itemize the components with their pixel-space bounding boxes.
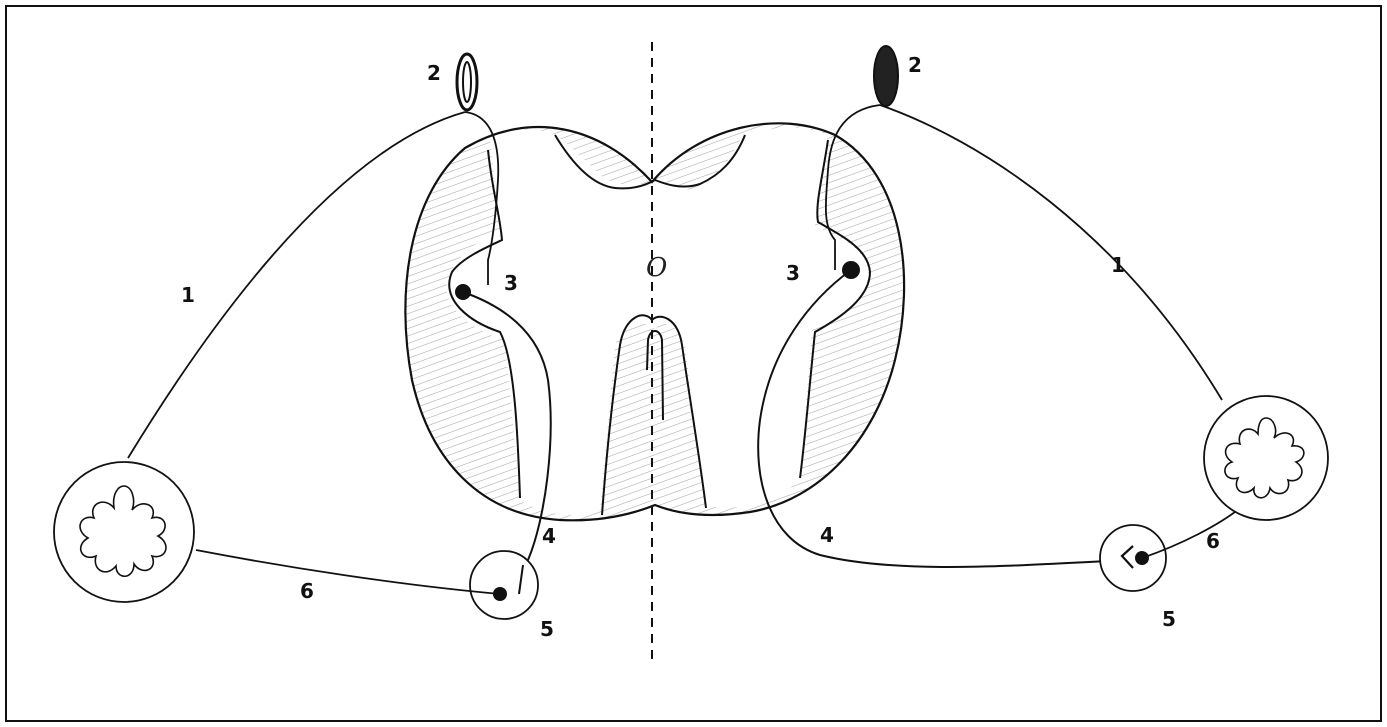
left-label-4: 4 bbox=[542, 524, 556, 548]
right-label-2: 2 bbox=[908, 53, 922, 77]
right-label-5: 5 bbox=[1162, 607, 1176, 631]
left-label-5: 5 bbox=[540, 617, 554, 641]
left-label-1: 1 bbox=[181, 283, 195, 307]
center-label-o: O bbox=[646, 253, 667, 283]
left-label-2: 2 bbox=[427, 61, 441, 85]
left-target-organ bbox=[54, 462, 194, 602]
right-label-1: 1 bbox=[1111, 253, 1125, 277]
right-label-4: 4 bbox=[820, 523, 834, 547]
right-ganglion-5 bbox=[1100, 525, 1166, 591]
left-label-3: 3 bbox=[504, 271, 518, 295]
spinal-cord-section bbox=[405, 123, 904, 520]
right-target-organ bbox=[1204, 396, 1328, 520]
right-label-3: 3 bbox=[786, 261, 800, 285]
right-label-6: 6 bbox=[1206, 529, 1220, 553]
right-ganglion-2 bbox=[874, 46, 898, 106]
left-label-6: 6 bbox=[300, 579, 314, 603]
left-ganglion-5 bbox=[470, 551, 538, 619]
